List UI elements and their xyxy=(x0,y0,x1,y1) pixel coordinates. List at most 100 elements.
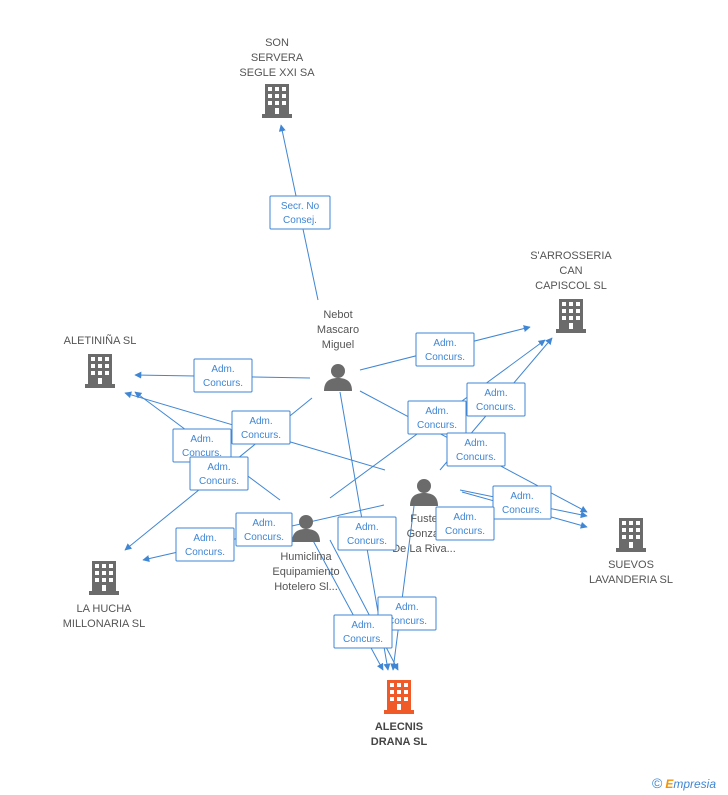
role-label-box[interactable]: Adm. Concurs. xyxy=(415,332,475,367)
role-label-text: Concurs. xyxy=(456,452,496,463)
building-icon xyxy=(89,561,119,595)
node-label: CAN xyxy=(559,265,582,277)
role-label-box[interactable]: Adm.Concurs. xyxy=(193,358,253,393)
role-box-border xyxy=(407,400,467,435)
person-icon xyxy=(292,515,320,542)
role-label-text: Concurs. xyxy=(502,505,542,516)
role-box-border xyxy=(333,614,393,649)
role-label-text: Concurs. xyxy=(425,352,465,363)
relationship-edge xyxy=(390,505,415,671)
role-label-box[interactable]: Adm. Concurs. xyxy=(189,456,249,491)
role-box-border xyxy=(492,485,552,520)
role-label-box[interactable]: Adm.Concurs. xyxy=(337,516,397,551)
role-label-text: Concurs. xyxy=(343,634,383,645)
role-label-text: Adm. xyxy=(395,602,418,613)
role-label-text: Secr. No xyxy=(281,201,320,212)
node-sarrosseria[interactable]: S'ARROSSERIA CAN CAPISCOL SL xyxy=(530,250,612,333)
role-label-text: Concurs. xyxy=(387,616,427,627)
person-icon xyxy=(324,364,352,391)
node-label: Hotelero Sl... xyxy=(274,581,338,593)
role-label-box[interactable]: Adm. Concurs. xyxy=(175,527,235,562)
role-label-box[interactable]: Adm. Concurs. xyxy=(333,614,393,649)
node-label: ALECNIS xyxy=(375,721,423,733)
role-label-text: Adm. xyxy=(484,388,507,399)
role-label-text: Concurs. xyxy=(445,526,485,537)
node-label: Humiclima xyxy=(280,551,332,563)
role-label-box[interactable]: Adm. Concurs. xyxy=(492,485,552,520)
role-label-text: Adm. xyxy=(355,522,378,533)
node-label: ALETINIÑA SL xyxy=(64,334,137,347)
role-label-box[interactable]: Adm. Concurs. xyxy=(231,410,291,445)
node-label: SUEVOS xyxy=(608,559,654,571)
role-box-border xyxy=(235,512,293,547)
role-label-box[interactable]: Adm.Concurs. xyxy=(172,428,232,463)
node-label: De La Riva... xyxy=(392,543,456,555)
role-label-text: Consej. xyxy=(283,215,317,226)
node-label: CAPISCOL SL xyxy=(535,280,607,292)
role-label-text: Concurs. xyxy=(185,547,225,558)
role-label-text: Adm. xyxy=(249,416,272,427)
role-label-text: Adm. xyxy=(464,438,487,449)
role-box-border xyxy=(189,456,249,491)
node-label: MILLONARIA SL xyxy=(63,618,146,630)
role-label-text: Concurs. xyxy=(182,448,222,459)
building-icon xyxy=(384,680,414,714)
role-label-text: Concurs. xyxy=(417,420,457,431)
copyright-symbol: © xyxy=(652,775,663,791)
node-label: SON xyxy=(265,37,289,49)
role-label-text: Adm. xyxy=(433,338,456,349)
role-label-text: Concurs. xyxy=(244,532,284,543)
node-label: Miguel xyxy=(322,339,354,351)
person-icon xyxy=(410,479,438,506)
role-label-text: Concurs. xyxy=(476,402,516,413)
building-icon xyxy=(85,354,115,388)
role-label-box[interactable]: Adm. Concurs. xyxy=(466,382,526,417)
footer-brand[interactable]: ©Empresia xyxy=(652,775,716,791)
role-label-text: Adm. xyxy=(252,518,275,529)
node-label: Fuste xyxy=(410,513,438,525)
role-box-border xyxy=(435,506,495,541)
role-box-border xyxy=(415,332,475,367)
role-box-border xyxy=(337,516,397,551)
role-label-text: Concurs. xyxy=(241,430,281,441)
role-label-box[interactable]: Adm. Concurs. xyxy=(407,400,467,435)
node-label: Mascaro xyxy=(317,324,359,336)
role-box-border xyxy=(175,527,235,562)
node-label: Equipamiento xyxy=(272,566,339,578)
node-label: LAVANDERIA SL xyxy=(589,574,673,586)
role-label-text: Adm. xyxy=(425,406,448,417)
role-box-border xyxy=(446,432,506,467)
role-label-text: Adm. xyxy=(510,491,533,502)
role-label-box[interactable]: Adm. Concurs. xyxy=(446,432,506,467)
role-label-box[interactable]: Adm. Concurs. xyxy=(435,506,495,541)
role-label-text: Concurs. xyxy=(203,378,243,389)
node-label: Nebot xyxy=(323,309,352,321)
node-label: S'ARROSSERIA xyxy=(530,250,612,262)
role-label-text: Adm. xyxy=(453,512,476,523)
node-label: SEGLE XXI SA xyxy=(239,67,315,79)
role-label-text: Adm. xyxy=(351,620,374,631)
node-alecnis[interactable]: ALECNIS DRANA SL xyxy=(371,680,428,748)
role-label-text: Adm. xyxy=(193,533,216,544)
building-icon xyxy=(556,299,586,333)
node-label: DRANA SL xyxy=(371,736,428,748)
roles-layer: Secr. No Consej. Adm. Concurs. Adm. Concurs. A… xyxy=(172,195,552,649)
node-label: Gonzal xyxy=(407,528,442,540)
building-icon xyxy=(262,84,292,118)
role-box-border xyxy=(231,410,291,445)
role-label-text: Concurs. xyxy=(199,476,239,487)
node-aletinina[interactable]: ALETINIÑA SL xyxy=(64,334,137,388)
node-suevos[interactable]: SUEVOS LAVANDERIA SL xyxy=(589,518,673,586)
role-box-border xyxy=(269,195,331,230)
role-label-text: Adm. xyxy=(207,462,230,473)
role-label-box[interactable]: Adm. Concurs. xyxy=(235,512,293,547)
role-box-border xyxy=(466,382,526,417)
role-label-box[interactable]: Secr. No Consej. xyxy=(269,195,331,230)
